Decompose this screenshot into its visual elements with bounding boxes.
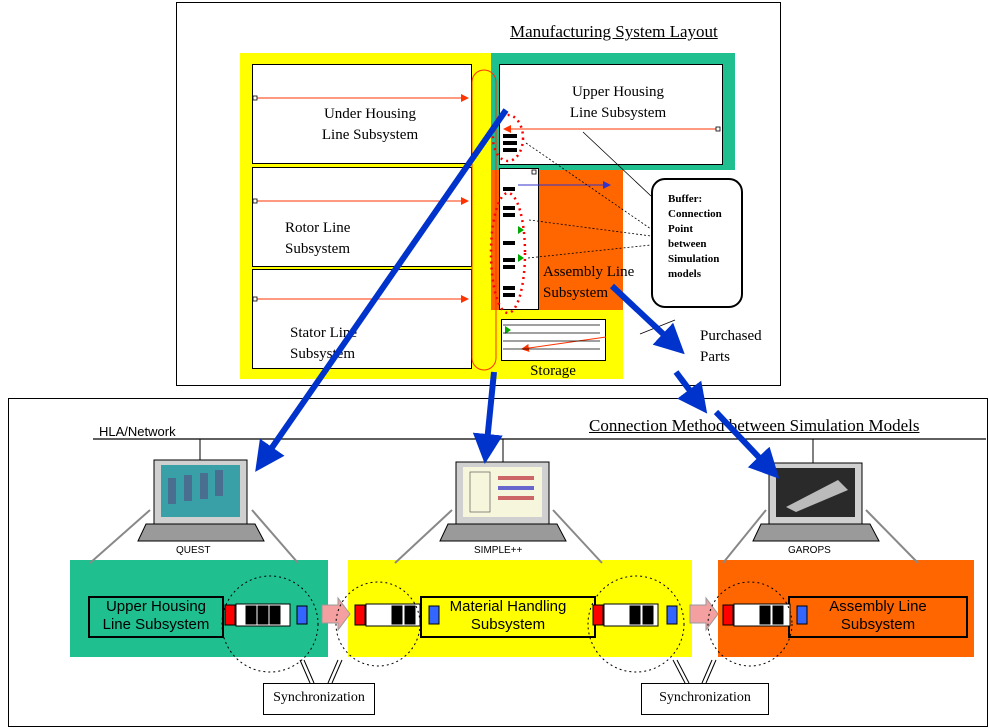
tiny-ports [252,95,721,302]
transfer-arrows [321,596,719,632]
upper-housing-box [499,64,723,165]
buffer-note-text: Buffer: Connection Point between Simulat… [668,193,722,280]
tool-label-simple: SIMPLE++ [474,545,523,556]
queues [224,603,808,627]
under-housing-label: Under Housing Line Subsystem [321,106,419,143]
storage-box [501,319,606,361]
manufacturing-layout-title: Manufacturing System Layout [510,22,718,41]
buffer-note [651,178,743,308]
sync-circles [221,575,793,673]
laptop-quest [137,459,265,542]
upper-housing-subsystem: Upper Housing Line Subsystem [88,596,224,638]
flow-arrows-red [256,94,718,352]
tool-label-garops: GAROPS [788,545,831,556]
buffer-stacks [503,134,517,297]
connection-method-title: Connection Method between Simulation Mod… [589,416,920,435]
purchased-parts-label: Purchased Parts [700,328,762,365]
tool-label-quest: QUEST [176,545,211,556]
assembly-label: Assembly Line Subsystem [543,264,635,301]
buffer-highlight-ellipses [489,113,527,315]
material-handling-subsystem: Material Handling Subsystem [420,596,596,638]
sync-connectors [299,659,717,684]
green-marks [505,226,524,334]
storage-lines [503,324,600,350]
storage-label: Storage [530,363,576,379]
sync-box-right: Synchronization [641,683,769,715]
rotor-label: Rotor Line Subsystem [285,220,351,257]
support-lines [89,509,919,564]
mapping-arrows-blue [255,108,780,479]
assembly-line-subsystem: Assembly Line Subsystem [788,596,968,638]
laptop-simple [439,461,567,542]
network-drops [199,439,814,463]
sync-box-left: Synchronization [263,683,375,715]
hla-network-label: HLA/Network [99,424,176,439]
upper-housing-label: Upper Housing Line Subsystem [569,84,667,121]
under-housing-box [252,64,472,164]
buffer-pointers [525,131,652,259]
laptop-garops [752,462,880,542]
yellow-loops [471,69,497,371]
